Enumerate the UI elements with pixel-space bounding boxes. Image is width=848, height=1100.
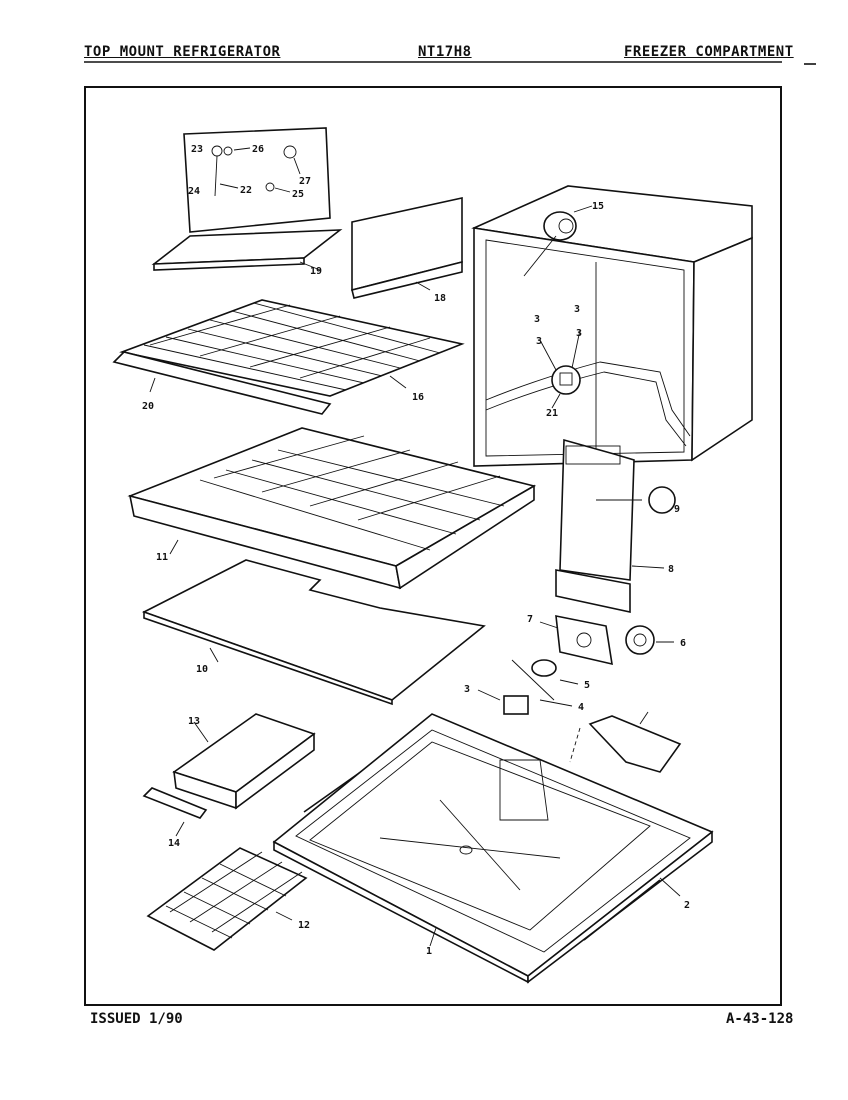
label-part-22: 22 bbox=[240, 185, 252, 196]
label-part-8: 8 bbox=[668, 564, 674, 575]
rail-14 bbox=[142, 787, 208, 837]
part-labels: 23 26 27 24 22 25 19 18 15 16 20 21 3 3 … bbox=[142, 144, 690, 957]
label-part-26: 26 bbox=[252, 144, 264, 155]
ice-bin-13 bbox=[172, 713, 316, 810]
label-part-4: 4 bbox=[578, 702, 584, 713]
freezer-cabinet bbox=[471, 185, 753, 467]
label-part-3-cab-d: 3 bbox=[576, 328, 582, 339]
label-part-11: 11 bbox=[156, 552, 168, 563]
document-number: A-43-128 bbox=[726, 1011, 794, 1027]
label-part-3-cab-a: 3 bbox=[534, 314, 540, 325]
label-part-12: 12 bbox=[298, 920, 310, 931]
divider-17 bbox=[569, 711, 682, 773]
label-part-9: 9 bbox=[674, 504, 680, 515]
label-part-5: 5 bbox=[584, 680, 590, 691]
header-model-number: NT17H8 bbox=[418, 44, 472, 60]
label-part-3: 3 bbox=[464, 684, 470, 695]
label-part-3-cab-c: 3 bbox=[536, 336, 542, 347]
label-part-27: 27 bbox=[299, 176, 311, 187]
label-part-10: 10 bbox=[196, 664, 208, 675]
label-part-1: 1 bbox=[426, 946, 432, 957]
panel-18 bbox=[351, 197, 463, 299]
label-part-16: 16 bbox=[412, 392, 424, 403]
label-part-14: 14 bbox=[168, 838, 180, 849]
label-part-21: 21 bbox=[546, 408, 558, 419]
label-part-6: 6 bbox=[680, 638, 686, 649]
wire-shelf-16 bbox=[119, 299, 465, 397]
label-part-18: 18 bbox=[434, 293, 446, 304]
label-part-7: 7 bbox=[527, 614, 533, 625]
label-part-15: 15 bbox=[592, 201, 604, 212]
label-part-3-cab-b: 3 bbox=[574, 304, 580, 315]
label-part-23: 23 bbox=[191, 144, 203, 155]
label-part-2: 2 bbox=[684, 900, 690, 911]
shelf-19 bbox=[151, 229, 343, 271]
label-part-13: 13 bbox=[188, 716, 200, 727]
shelf-bar-20 bbox=[112, 351, 332, 415]
hardware-inset bbox=[183, 127, 331, 233]
insulation-10 bbox=[141, 559, 486, 706]
header-model-type: TOP MOUNT REFRIGERATOR bbox=[84, 44, 281, 60]
label-part-24: 24 bbox=[188, 186, 200, 197]
fan-assembly bbox=[477, 615, 674, 715]
issued-date: ISSUED 1/90 bbox=[90, 1011, 183, 1027]
ice-tray-12 bbox=[146, 847, 308, 951]
freezer-floor-1 bbox=[272, 713, 714, 984]
header-section: FREEZER COMPARTMENT bbox=[624, 44, 794, 60]
label-part-20: 20 bbox=[142, 401, 154, 412]
label-part-25: 25 bbox=[292, 189, 304, 200]
evaporator-cover-8 bbox=[555, 438, 676, 613]
tray-11 bbox=[127, 427, 537, 590]
diagram-frame bbox=[84, 86, 782, 1006]
label-part-19: 19 bbox=[310, 266, 322, 277]
